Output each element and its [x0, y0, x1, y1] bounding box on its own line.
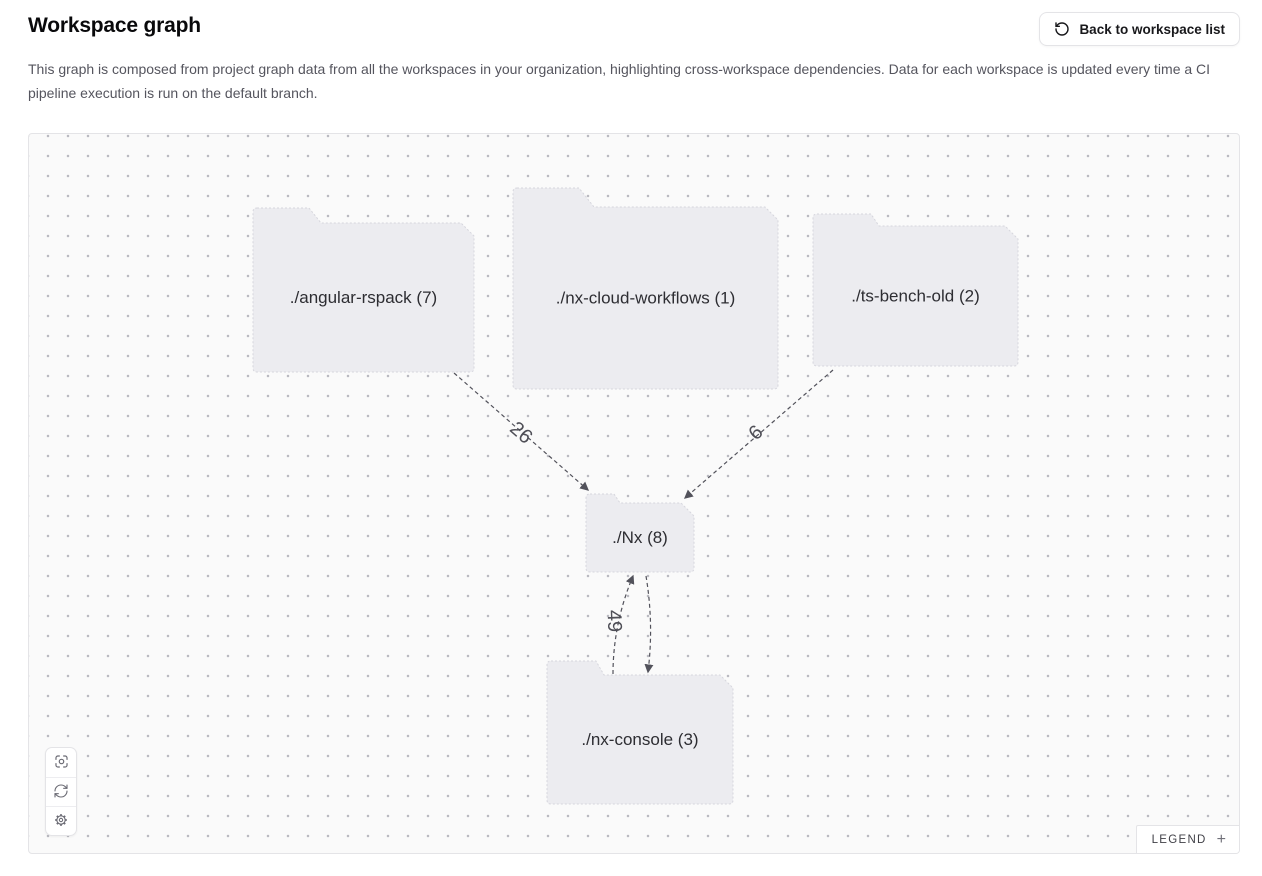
- graph-toolbar: [45, 747, 77, 836]
- edge-ts-bench-old-to-nx[interactable]: [683, 369, 834, 499]
- legend-toggle-button[interactable]: LEGEND +: [1135, 825, 1239, 853]
- workspace-node-angular-rspack[interactable]: ./angular-rspack (7): [252, 207, 475, 373]
- workspace-node-ts-bench-old[interactable]: ./ts-bench-old (2): [812, 213, 1019, 367]
- fit-view-button[interactable]: [46, 748, 76, 777]
- focus-icon: [53, 753, 70, 773]
- back-to-workspace-list-button[interactable]: Back to workspace list: [1039, 12, 1240, 46]
- workspace-node-nx[interactable]: ./Nx (8): [585, 493, 695, 573]
- workspace-node-nx-cloud-workflows[interactable]: ./nx-cloud-workflows (1): [512, 187, 779, 390]
- workspace-node-label: ./nx-console (3): [581, 730, 698, 749]
- page-title: Workspace graph: [28, 14, 201, 37]
- back-button-label: Back to workspace list: [1079, 21, 1225, 37]
- gear-icon: [53, 812, 69, 831]
- workspace-node-label: ./ts-bench-old (2): [851, 287, 980, 306]
- edge-nx-console-to-nx[interactable]: [612, 574, 635, 675]
- folder-shape: [512, 187, 779, 390]
- graph-canvas[interactable]: ./angular-rspack (7) ./nx-cloud-workflows…: [28, 133, 1240, 854]
- workspace-graph-page: Workspace graph Back to workspace list T…: [28, 12, 1240, 854]
- edge-label-ts-bench-old-to-nx: 6: [745, 421, 768, 445]
- edge-angular-rspack-to-nx[interactable]: [453, 372, 590, 491]
- page-description: This graph is composed from project grap…: [28, 61, 1211, 101]
- edge-nx-to-nx-console[interactable]: [644, 575, 654, 674]
- folder-shape: [812, 213, 1019, 367]
- settings-button[interactable]: [46, 806, 76, 835]
- workspace-node-label: ./nx-cloud-workflows (1): [556, 289, 736, 308]
- edge-label-angular-rspack-to-nx: 26: [505, 417, 536, 448]
- folder-shape: [252, 207, 475, 373]
- plus-icon: +: [1216, 830, 1226, 848]
- edge-label-nx-console-to-nx: 49: [603, 609, 626, 632]
- folder-shape: [585, 493, 695, 573]
- refresh-icon: [53, 783, 69, 802]
- page-header: Workspace graph Back to workspace list: [28, 12, 1240, 46]
- workspace-graph-svg[interactable]: ./angular-rspack (7) ./nx-cloud-workflows…: [29, 134, 1239, 853]
- refresh-button[interactable]: [46, 777, 76, 806]
- legend-label: LEGEND: [1151, 833, 1207, 846]
- workspace-node-label: ./angular-rspack (7): [290, 288, 437, 307]
- workspace-node-label: ./Nx (8): [612, 528, 668, 547]
- folder-shape: [546, 660, 734, 805]
- workspace-node-nx-console[interactable]: ./nx-console (3): [546, 660, 734, 805]
- rotate-ccw-icon: [1054, 21, 1070, 37]
